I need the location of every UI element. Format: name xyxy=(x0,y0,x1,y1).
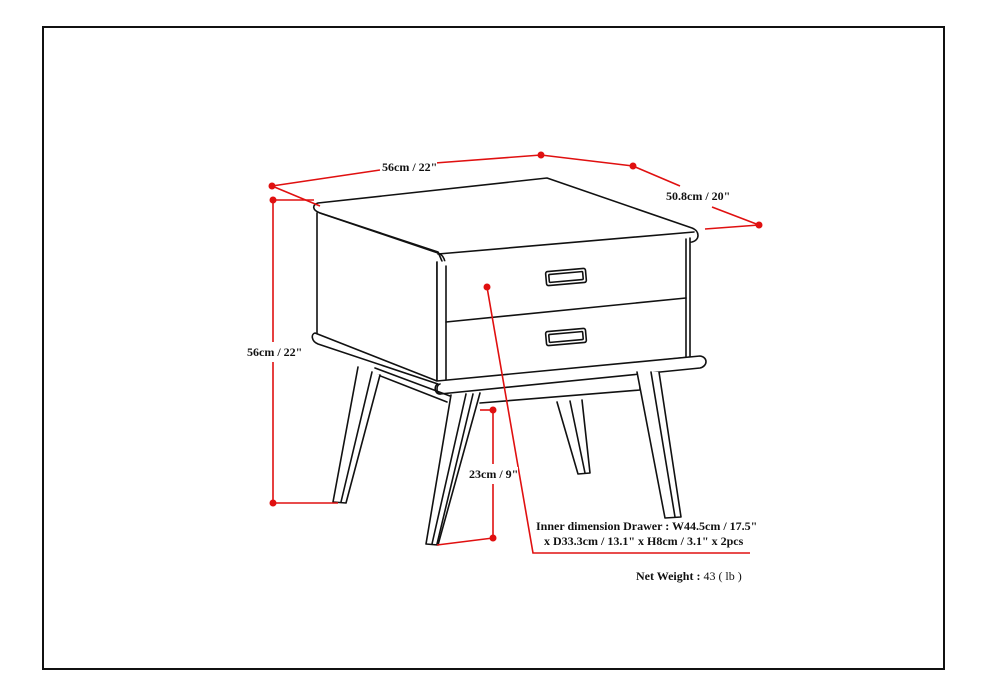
drawer-divider xyxy=(445,297,687,323)
drawer-handle-bottom xyxy=(544,327,588,347)
height-dimension-label: 56cm / 22" xyxy=(247,345,303,359)
leg-front-right xyxy=(636,371,682,519)
net-weight-label: Net Weight : xyxy=(636,569,701,583)
dimension-lines xyxy=(271,154,760,554)
dimension-points xyxy=(268,151,763,542)
net-weight-value: 43 ( lb ) xyxy=(703,569,742,583)
width-dimension-label: 56cm / 22" xyxy=(382,160,438,174)
depth-dimension-label: 50.8cm / 20" xyxy=(666,189,731,203)
net-weight: Net Weight : 43 ( lb ) xyxy=(636,569,742,584)
leg-back-right xyxy=(556,399,591,475)
drawer-handle-top xyxy=(544,267,588,287)
table-outline xyxy=(311,177,707,546)
inner-drawer-dimension-note: Inner dimension Drawer : W44.5cm / 17.5"… xyxy=(536,519,757,549)
leg-front-left xyxy=(425,392,481,546)
inner-dimension-line1: Inner dimension Drawer : W44.5cm / 17.5" xyxy=(536,519,758,533)
drawing-border xyxy=(42,26,945,670)
inner-dimension-line2: x D33.3cm / 13.1" x H8cm / 3.1" x 2pcs xyxy=(544,534,744,548)
leg-back-left xyxy=(332,366,381,504)
leg-clearance-label: 23cm / 9" xyxy=(469,467,519,481)
